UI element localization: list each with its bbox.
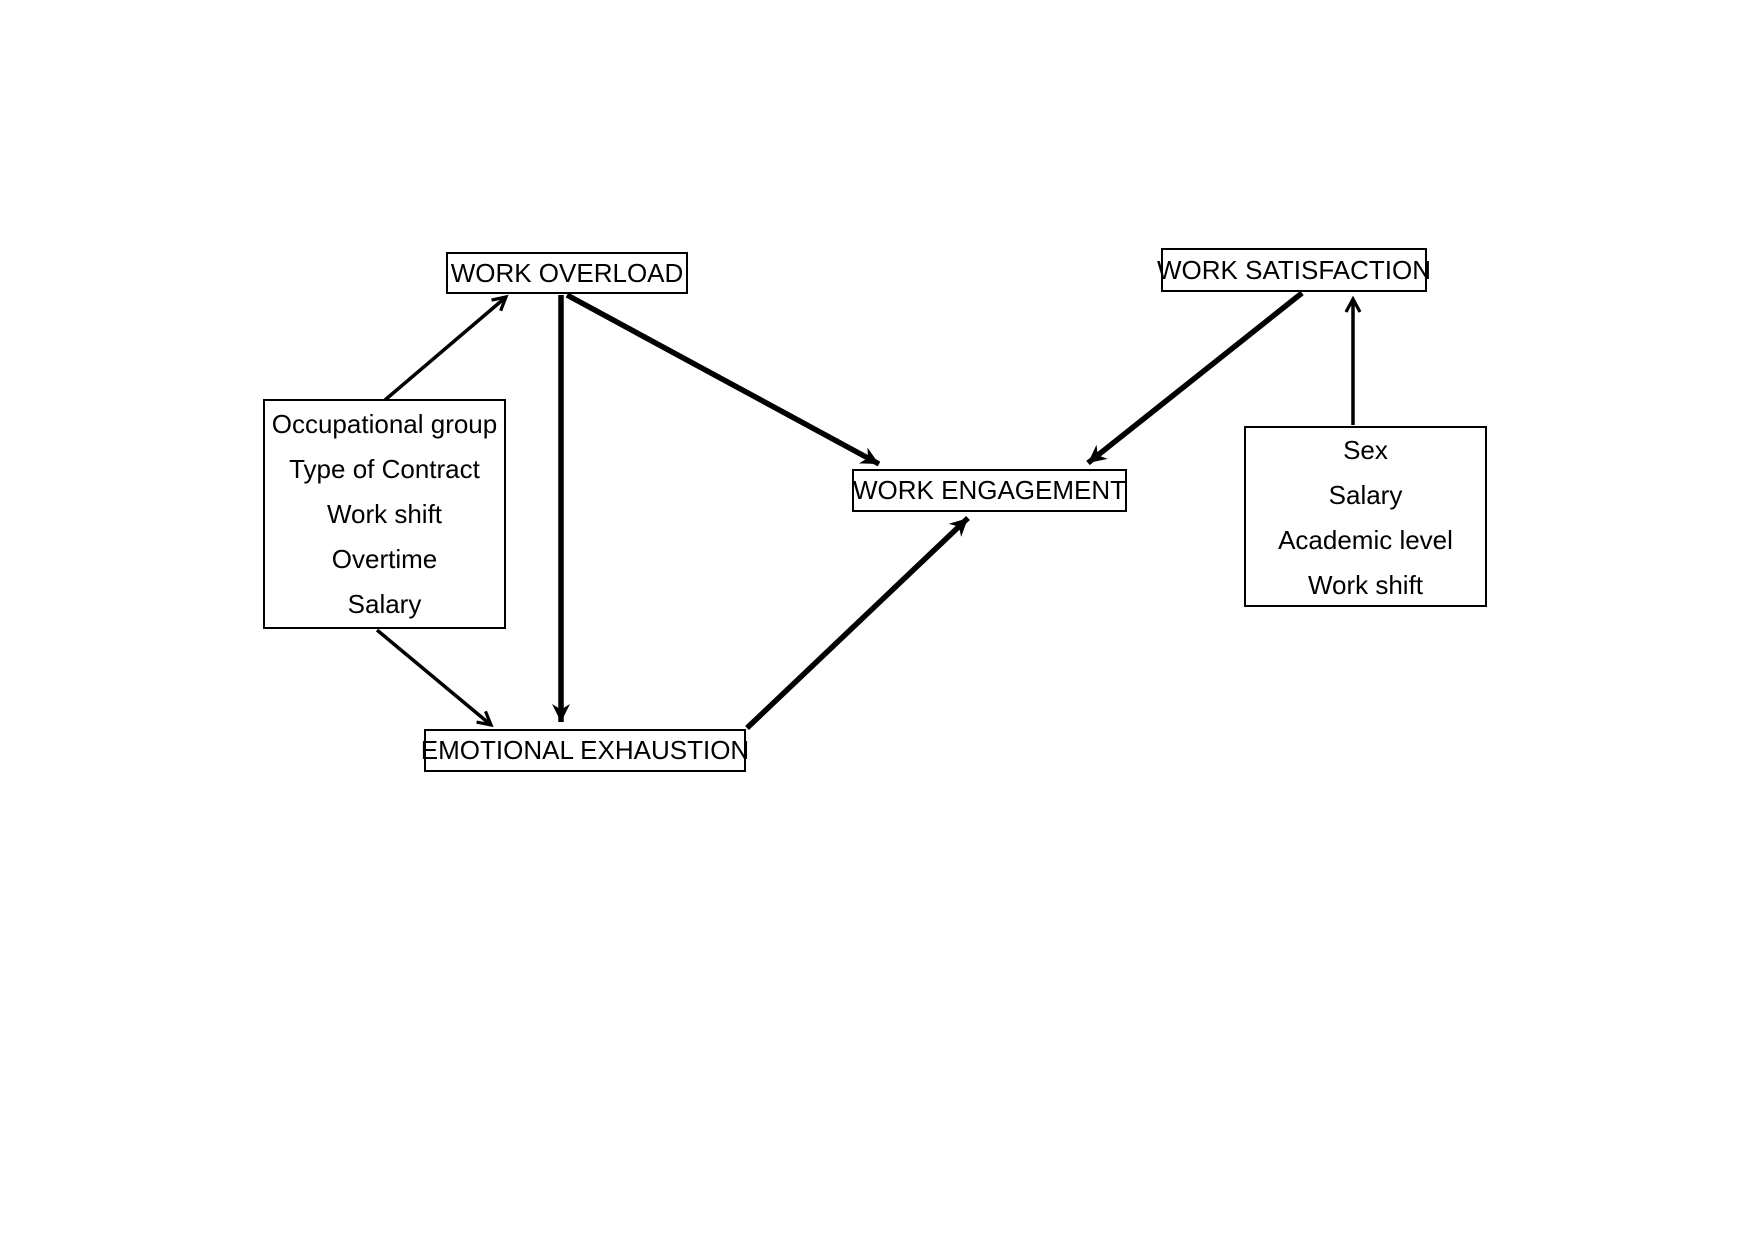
left-factor-item: Salary <box>347 589 422 619</box>
left-factor-item: Overtime <box>331 544 438 574</box>
node-work-engagement: WORK ENGAGEMENT <box>852 469 1127 512</box>
right-factor-item: Salary <box>1328 480 1403 510</box>
arrow-left-factors-to-work-overload <box>383 294 509 402</box>
left-factor-item: Work shift <box>326 499 443 529</box>
node-work-overload: WORK OVERLOAD <box>446 252 688 294</box>
arrow-emotional-exhaustion-to-work-engagement <box>745 516 970 730</box>
left-factor-item: Type of Contract <box>289 454 480 484</box>
left-factor-item: Occupational group <box>271 409 498 439</box>
arrow-work-satisfaction-to-work-engagement <box>1086 290 1304 466</box>
right-factor-item: Work shift <box>1307 570 1424 600</box>
arrow-work-overload-to-work-engagement <box>565 292 881 467</box>
node-emotional-exhaustion: EMOTIONAL EXHAUSTION <box>421 729 749 772</box>
node-left-factors: Occupational group Type of Contract Work… <box>263 399 506 629</box>
right-factor-item: Sex <box>1343 435 1388 465</box>
arrow-left-factors-to-emotional-exhaustion <box>375 628 494 728</box>
right-factor-item: Academic level <box>1278 525 1453 555</box>
node-right-factors: Sex Salary Academic level Work shift <box>1244 426 1487 607</box>
node-work-satisfaction: WORK SATISFACTION <box>1157 248 1431 292</box>
